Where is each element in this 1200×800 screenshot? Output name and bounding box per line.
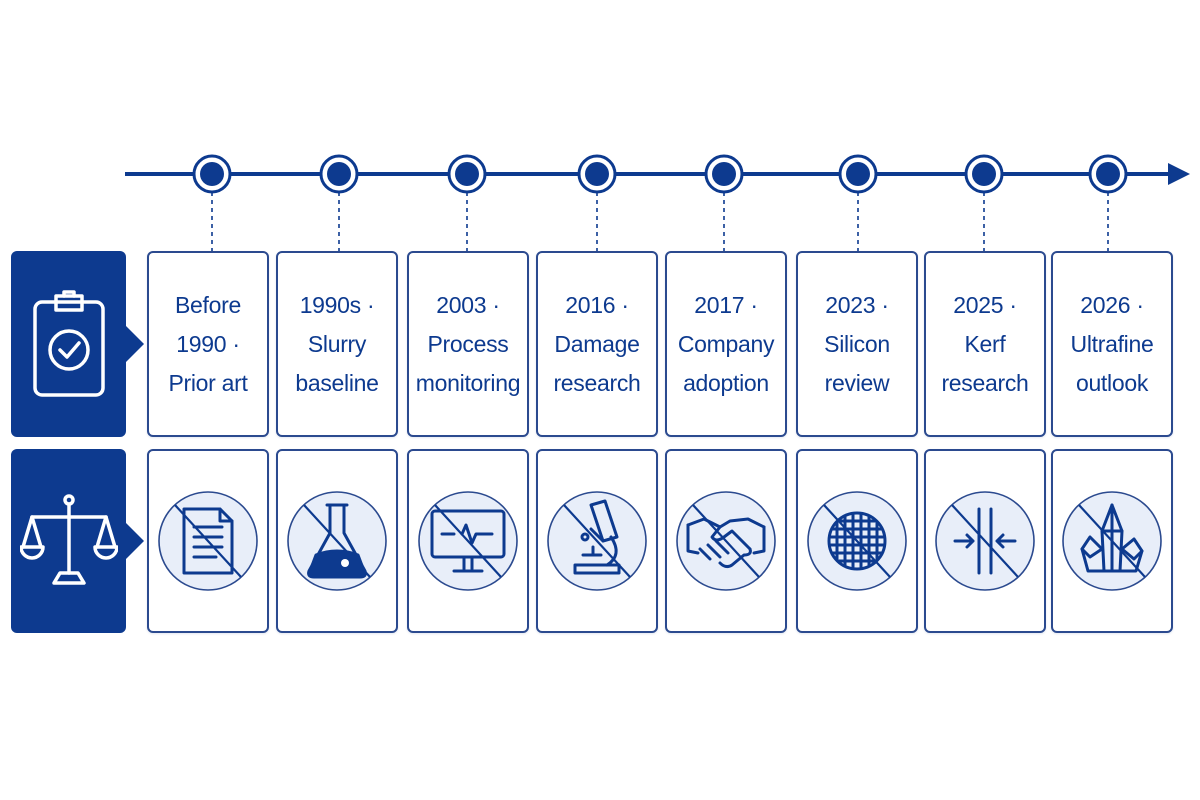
milestone-label-line: 2016 ·	[565, 291, 629, 318]
milestone-label-card: 2023 · Silicon review	[796, 251, 918, 437]
milestone-label: 2026 · Ultrafine outlook	[1071, 286, 1154, 403]
strike-through-line	[174, 504, 242, 578]
strike-through-line	[563, 504, 631, 578]
milestone-label: 2017 · Company adoption	[677, 286, 775, 403]
milestone-label-line: Process	[427, 330, 509, 357]
milestone-icon-card	[536, 449, 658, 633]
timeline-node	[447, 154, 487, 194]
flask-icon	[287, 491, 387, 591]
strike-through-line	[434, 504, 502, 578]
strike-through-line	[303, 504, 371, 578]
milestone-icon-card	[924, 449, 1046, 633]
row-header-legal	[11, 449, 126, 633]
milestone-label-line: baseline	[295, 369, 379, 396]
milestone-label-line: 2026 ·	[1080, 291, 1144, 318]
milestone-label-line: Silicon	[824, 330, 890, 357]
milestone-icon-card	[276, 449, 398, 633]
milestone-label-line: Kerf	[964, 330, 1006, 357]
milestone-label: 2003 · Process monitoring	[415, 286, 521, 403]
milestone-label-line: Before	[175, 291, 241, 318]
milestone-icon-card	[147, 449, 269, 633]
milestone-label-line: 1990 ·	[176, 330, 240, 357]
strike-through-line	[823, 504, 891, 578]
milestone-label: 2016 · Damage research	[553, 286, 640, 403]
milestone-label-line: 2023 ·	[825, 291, 889, 318]
wafer-icon	[807, 491, 907, 591]
milestone-label-line: outlook	[1075, 369, 1149, 396]
milestone-label-card: 2017 · Company adoption	[665, 251, 787, 437]
milestone-label-line: research	[553, 369, 641, 396]
milestone-label-card: 2003 · Process monitoring	[407, 251, 529, 437]
milestone-icon-card	[407, 449, 529, 633]
timeline-node	[1088, 154, 1128, 194]
milestone-label-line: adoption	[683, 369, 769, 396]
milestone-label: 2025 · Kerf research	[941, 286, 1028, 403]
timeline-node	[838, 154, 878, 194]
milestone-label: 1990s · Slurry baseline	[295, 286, 379, 403]
timeline-node	[192, 154, 232, 194]
timeline-node	[577, 154, 617, 194]
milestone-label-line: Slurry	[307, 330, 367, 357]
timeline-node	[319, 154, 359, 194]
clipboard-check-icon	[32, 290, 106, 398]
milestone-label-line: Company	[677, 330, 775, 357]
milestone-label-card: 2016 · Damage research	[536, 251, 658, 437]
crystal-icon	[1062, 491, 1162, 591]
milestone-label-line: 2025 ·	[953, 291, 1017, 318]
milestone-label: Before 1990 · Prior art	[168, 286, 247, 403]
milestone-label-line: 2003 ·	[436, 291, 500, 318]
milestone-icon-card	[665, 449, 787, 633]
timeline-arrowhead	[1168, 163, 1190, 185]
strike-through-line	[1078, 504, 1146, 578]
milestone-label-line: 2017 ·	[694, 291, 758, 318]
milestone-label-card: 1990s · Slurry baseline	[276, 251, 398, 437]
milestone-label-line: research	[941, 369, 1029, 396]
document-icon	[158, 491, 258, 591]
timeline-node	[704, 154, 744, 194]
microscope-icon	[547, 491, 647, 591]
milestone-label-line: review	[824, 369, 890, 396]
scales-of-justice-icon	[19, 493, 118, 589]
handshake-icon	[676, 491, 776, 591]
milestone-label-card: Before 1990 · Prior art	[147, 251, 269, 437]
milestone-label: 2023 · Silicon review	[824, 286, 890, 403]
milestone-icon-card	[1051, 449, 1173, 633]
milestone-label-line: 1990s ·	[299, 291, 375, 318]
milestone-label-line: Prior art	[168, 369, 248, 396]
milestone-label-line: Ultrafine	[1070, 330, 1154, 357]
timeline-node	[964, 154, 1004, 194]
monitor-waveform-icon	[418, 491, 518, 591]
kerf-icon	[935, 491, 1035, 591]
row-header-milestones	[11, 251, 126, 437]
milestone-label-card: 2025 · Kerf research	[924, 251, 1046, 437]
strike-through-line	[692, 504, 760, 578]
strike-through-line	[951, 504, 1019, 578]
milestone-label-line: monitoring	[415, 369, 521, 396]
milestone-label-line: Damage	[554, 330, 640, 357]
milestone-label-card: 2026 · Ultrafine outlook	[1051, 251, 1173, 437]
milestone-icon-card	[796, 449, 918, 633]
